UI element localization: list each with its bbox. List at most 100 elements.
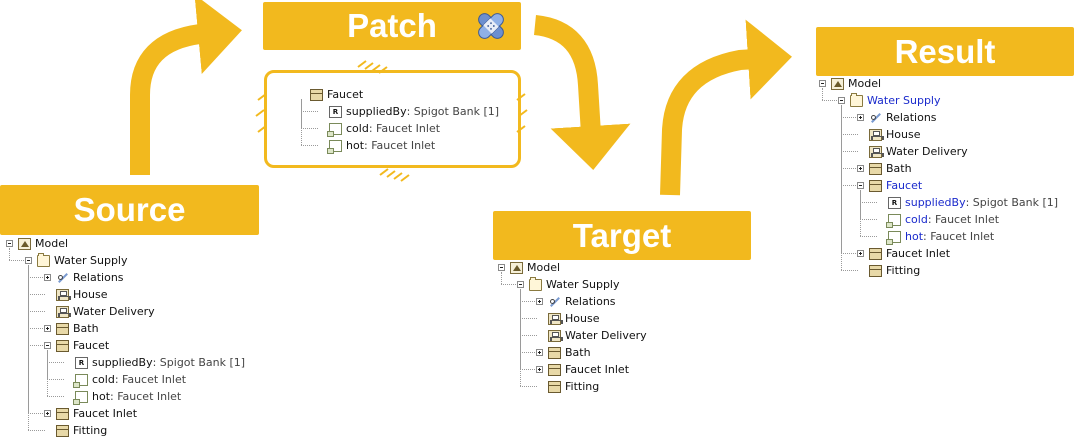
- block-icon: [869, 162, 882, 175]
- tree-node[interactable]: Bath: [548, 344, 591, 361]
- folder-icon: [529, 276, 542, 291]
- diagram-icon: [56, 288, 71, 301]
- tree-node[interactable]: Faucet Inlet: [56, 405, 137, 422]
- expand-icon[interactable]: [536, 366, 543, 373]
- diagram-icon: [869, 145, 884, 158]
- tree-node[interactable]: Relations: [548, 293, 616, 310]
- collapse-icon[interactable]: [819, 80, 826, 87]
- tree-node[interactable]: Model: [510, 259, 560, 276]
- tree-node[interactable]: hot : Faucet Inlet: [327, 137, 436, 154]
- tree-node[interactable]: Faucet: [869, 177, 922, 194]
- expand-icon[interactable]: [857, 165, 864, 172]
- collapse-icon[interactable]: [25, 257, 32, 264]
- tree-node[interactable]: Water Supply: [850, 92, 941, 109]
- expand-icon[interactable]: [536, 349, 543, 356]
- tree-connector: [28, 294, 45, 295]
- tree-connector: [841, 270, 858, 271]
- collapse-icon[interactable]: [44, 342, 51, 349]
- tree-node-type: : Spigot Bank [1]: [406, 105, 500, 118]
- expand-icon[interactable]: [536, 298, 543, 305]
- tree-connector: [841, 117, 858, 118]
- tree-node[interactable]: cold : Faucet Inlet: [886, 211, 999, 228]
- tree-node[interactable]: Fitting: [56, 422, 107, 439]
- expand-icon[interactable]: [857, 114, 864, 121]
- port-icon: [73, 373, 88, 388]
- tree-node-label: suppliedBy: [905, 196, 966, 209]
- tree-connector: [47, 379, 64, 380]
- tree-node[interactable]: Bath: [869, 160, 912, 177]
- tree-node[interactable]: Faucet: [56, 337, 109, 354]
- tree-node-type: : Spigot Bank [1]: [965, 196, 1059, 209]
- tree-node[interactable]: Water Supply: [529, 276, 620, 293]
- tree-node[interactable]: Fitting: [869, 262, 920, 279]
- diagram-icon: [56, 305, 71, 318]
- tree-connector: [860, 219, 877, 220]
- relation-icon: [56, 272, 69, 284]
- tree-node[interactable]: Water Delivery: [869, 143, 968, 160]
- tree-connector: [47, 362, 64, 363]
- collapse-icon[interactable]: [6, 240, 13, 247]
- tree-node[interactable]: Relations: [869, 109, 937, 126]
- tree-node[interactable]: hot : Faucet Inlet: [886, 228, 994, 245]
- tree-node-label: cold: [346, 122, 369, 135]
- arrow-patch-to-target: [533, 15, 631, 170]
- tree-node[interactable]: Faucet Inlet: [869, 245, 950, 262]
- patch-banner-label: Patch: [347, 7, 437, 44]
- result-banner: Result: [816, 27, 1074, 76]
- diagram-icon: [548, 329, 563, 342]
- arrow-target-to-result: [660, 19, 792, 196]
- tree-node-label: Faucet Inlet: [73, 407, 138, 420]
- tree-node-label: Model: [35, 237, 69, 250]
- tree-node-type: : Faucet Inlet: [364, 139, 436, 152]
- diagram-icon: [869, 128, 884, 141]
- tree-node[interactable]: Water Delivery: [548, 327, 647, 344]
- diagram-icon: [548, 312, 563, 325]
- tree-connector: [860, 202, 877, 203]
- tree-node[interactable]: Model: [831, 75, 881, 92]
- expand-icon[interactable]: [44, 274, 51, 281]
- collapse-icon[interactable]: [838, 97, 845, 104]
- block-icon: [310, 88, 323, 101]
- tree-node[interactable]: House: [869, 126, 920, 143]
- patch-banner: Patch: [263, 2, 521, 50]
- tree-node[interactable]: Fitting: [548, 378, 599, 395]
- reference-icon: R: [75, 356, 88, 369]
- reference-icon: R: [888, 196, 901, 209]
- tree-node[interactable]: Relations: [56, 269, 124, 286]
- expand-icon[interactable]: [857, 250, 864, 257]
- tree-node[interactable]: House: [56, 286, 107, 303]
- tree-node-label: Model: [527, 261, 561, 274]
- expand-icon[interactable]: [44, 410, 51, 417]
- patch-frame: [264, 70, 521, 168]
- collapse-icon[interactable]: [498, 264, 505, 271]
- tree-connector: [860, 236, 877, 237]
- tree-node[interactable]: hot : Faucet Inlet: [73, 388, 181, 405]
- tree-node[interactable]: Faucet Inlet: [548, 361, 629, 378]
- collapse-icon[interactable]: [857, 182, 864, 189]
- tree-node[interactable]: Water Delivery: [56, 303, 155, 320]
- tree-node[interactable]: Faucet: [310, 86, 363, 103]
- tree-node-label: Water Delivery: [886, 145, 968, 158]
- port-icon: [73, 390, 88, 405]
- tree-node[interactable]: Model: [18, 235, 68, 252]
- collapse-icon[interactable]: [517, 281, 524, 288]
- tree-node-label: Water Supply: [546, 278, 620, 291]
- bandage-icon: [473, 8, 509, 44]
- tree-connector: [860, 190, 861, 236]
- tree-node[interactable]: House: [548, 310, 599, 327]
- expand-icon[interactable]: [44, 325, 51, 332]
- tree-node[interactable]: Water Supply: [37, 252, 128, 269]
- tree-connector: [501, 272, 502, 284]
- block-icon: [869, 264, 882, 277]
- tree-connector: [28, 328, 45, 329]
- tree-connector: [520, 386, 537, 387]
- tree-node[interactable]: Bath: [56, 320, 99, 337]
- tree-connector: [301, 99, 302, 145]
- tree-node[interactable]: cold : Faucet Inlet: [73, 371, 186, 388]
- block-icon: [548, 380, 561, 393]
- tree-node-type: : Spigot Bank [1]: [152, 356, 246, 369]
- tree-node[interactable]: cold : Faucet Inlet: [327, 120, 440, 137]
